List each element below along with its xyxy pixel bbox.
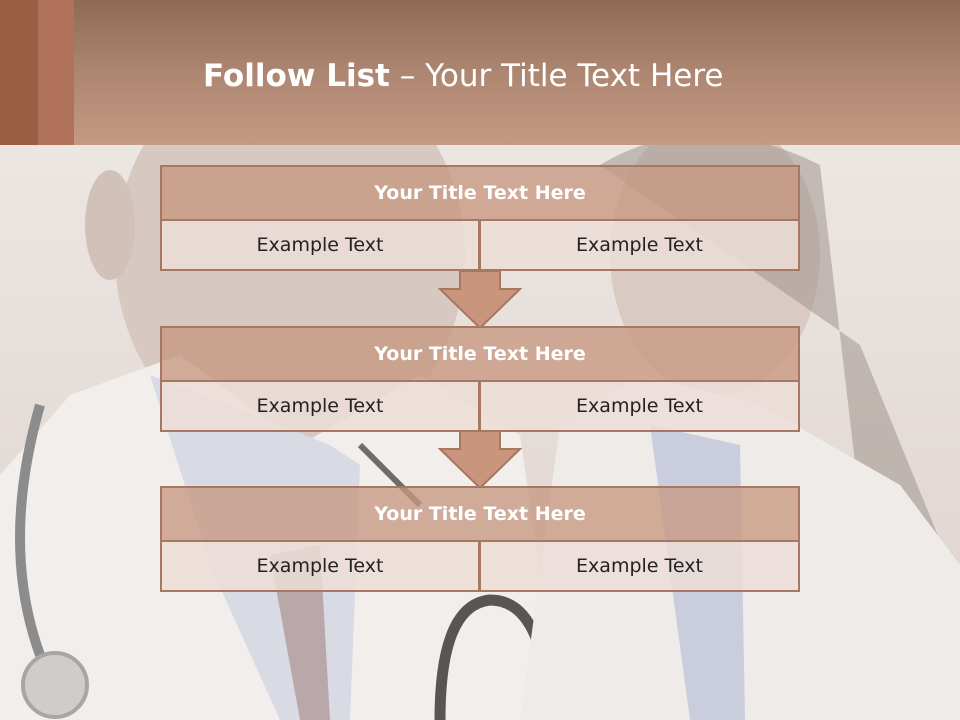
title-bar: Follow List – Your Title Text Here xyxy=(0,0,960,145)
block-title: Your Title Text Here xyxy=(160,165,800,221)
down-arrow-icon xyxy=(438,431,522,490)
slide-title: Follow List – Your Title Text Here xyxy=(203,54,723,98)
down-arrow-icon xyxy=(438,271,522,330)
slide-title-bold: Follow List xyxy=(203,58,390,94)
block-cell-left: Example Text xyxy=(160,221,480,271)
block-cell-right: Example Text xyxy=(480,382,800,432)
slide-title-rest: – Your Title Text Here xyxy=(399,58,724,94)
block-cell-right: Example Text xyxy=(480,221,800,271)
block-title: Your Title Text Here xyxy=(160,486,800,542)
block-cell-left: Example Text xyxy=(160,542,480,592)
accent-band xyxy=(0,0,38,145)
block-cell-right: Example Text xyxy=(480,542,800,592)
block-cell-left: Example Text xyxy=(160,382,480,432)
block-title: Your Title Text Here xyxy=(160,326,800,382)
accent-band-light xyxy=(38,0,74,145)
